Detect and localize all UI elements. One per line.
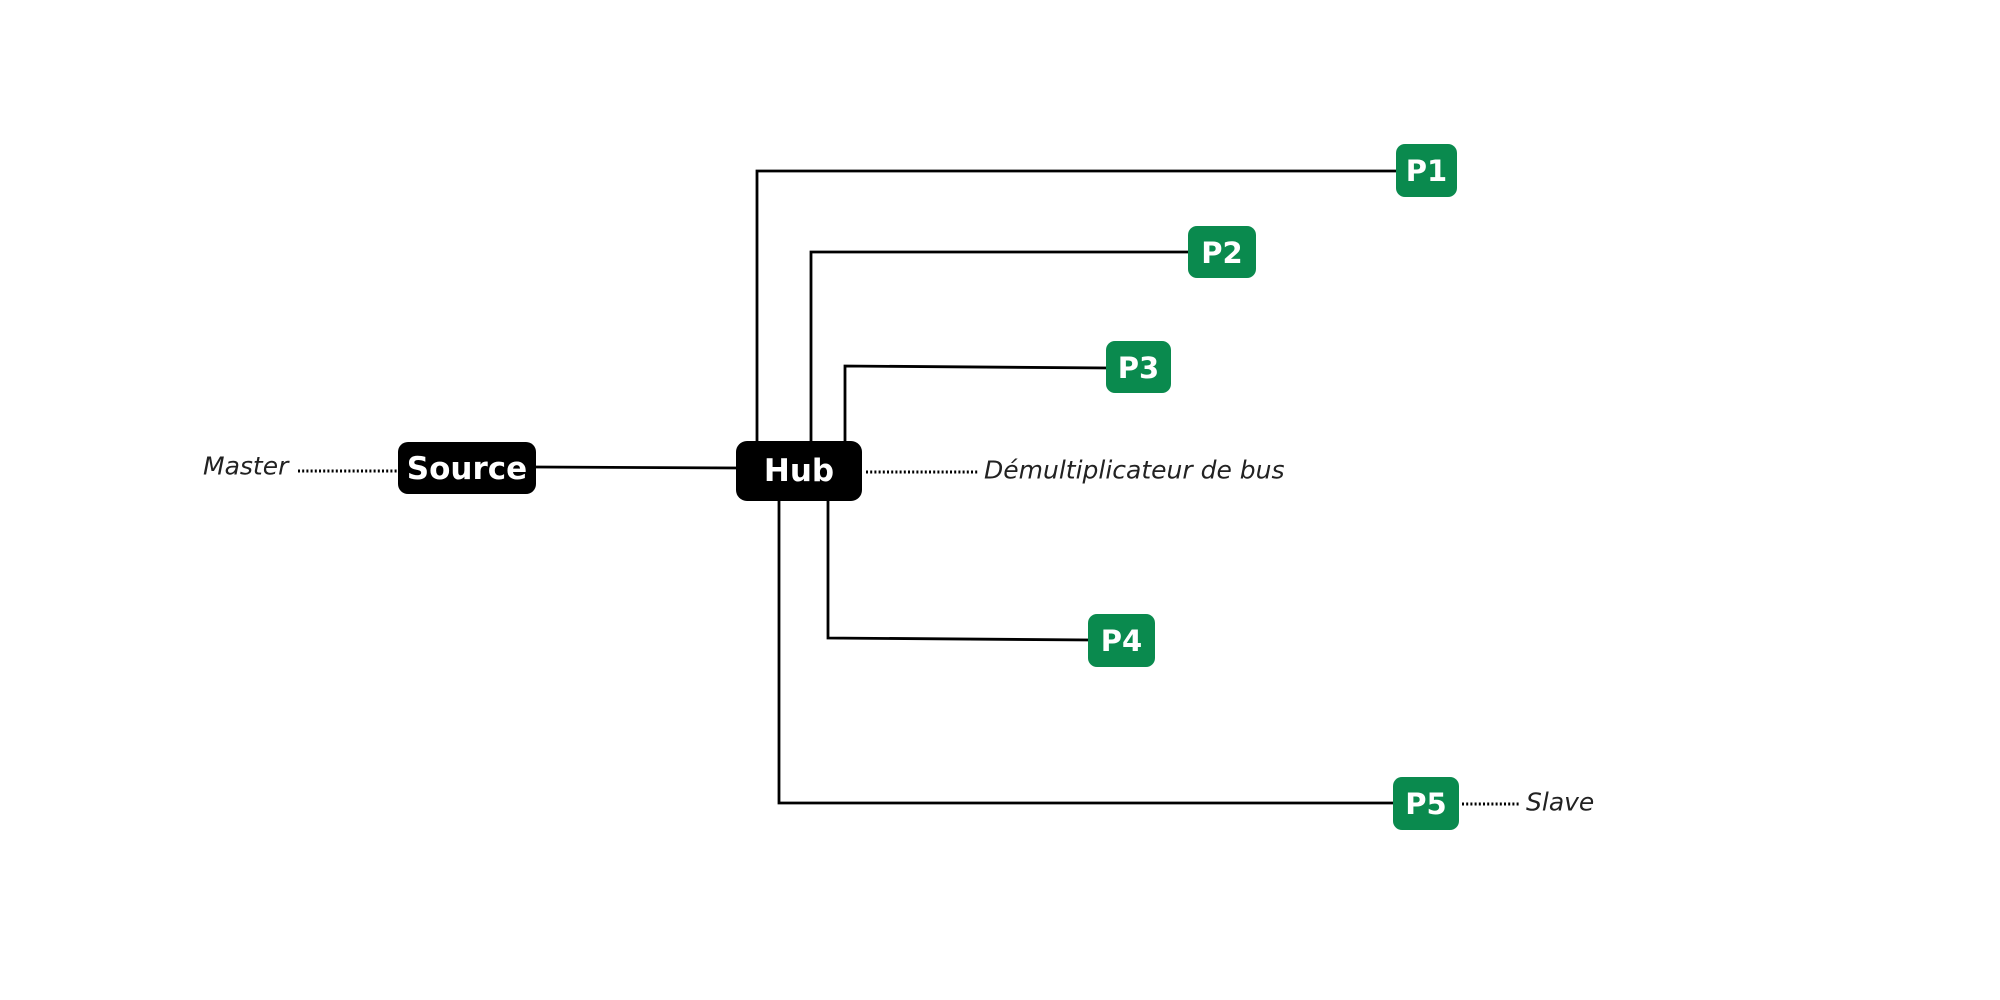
node-hub[interactable]: Hub bbox=[736, 441, 862, 501]
connections bbox=[535, 169, 1402, 805]
annotation-master: Master bbox=[203, 452, 290, 481]
node-source[interactable]: Source bbox=[398, 442, 536, 494]
node-p2-label: P2 bbox=[1201, 236, 1242, 270]
node-source-label: Source bbox=[407, 451, 527, 487]
node-p3-label: P3 bbox=[1118, 351, 1159, 385]
node-p4-label: P4 bbox=[1101, 624, 1142, 658]
node-p2[interactable]: P2 bbox=[1188, 226, 1256, 278]
node-p5-label: P5 bbox=[1405, 787, 1446, 821]
annotation-hub-label: Démultiplicateur de bus bbox=[984, 456, 1285, 485]
node-p1[interactable]: P1 bbox=[1396, 144, 1457, 197]
annotation-slave: Slave bbox=[1526, 788, 1594, 817]
connector-hub-p3 bbox=[843, 364, 1111, 442]
annotation-leaders bbox=[298, 469, 1520, 806]
connector-hub-p4 bbox=[826, 498, 1093, 642]
node-p1-label: P1 bbox=[1406, 154, 1447, 188]
node-hub-label: Hub bbox=[764, 453, 834, 489]
connector-source-hub bbox=[535, 465, 741, 470]
node-p3[interactable]: P3 bbox=[1106, 341, 1171, 393]
connector-hub-p2 bbox=[809, 250, 1192, 442]
node-p4[interactable]: P4 bbox=[1088, 614, 1155, 667]
node-p5[interactable]: P5 bbox=[1393, 777, 1459, 830]
connector-hub-p1 bbox=[755, 169, 1402, 442]
connector-hub-p5 bbox=[777, 498, 1396, 805]
